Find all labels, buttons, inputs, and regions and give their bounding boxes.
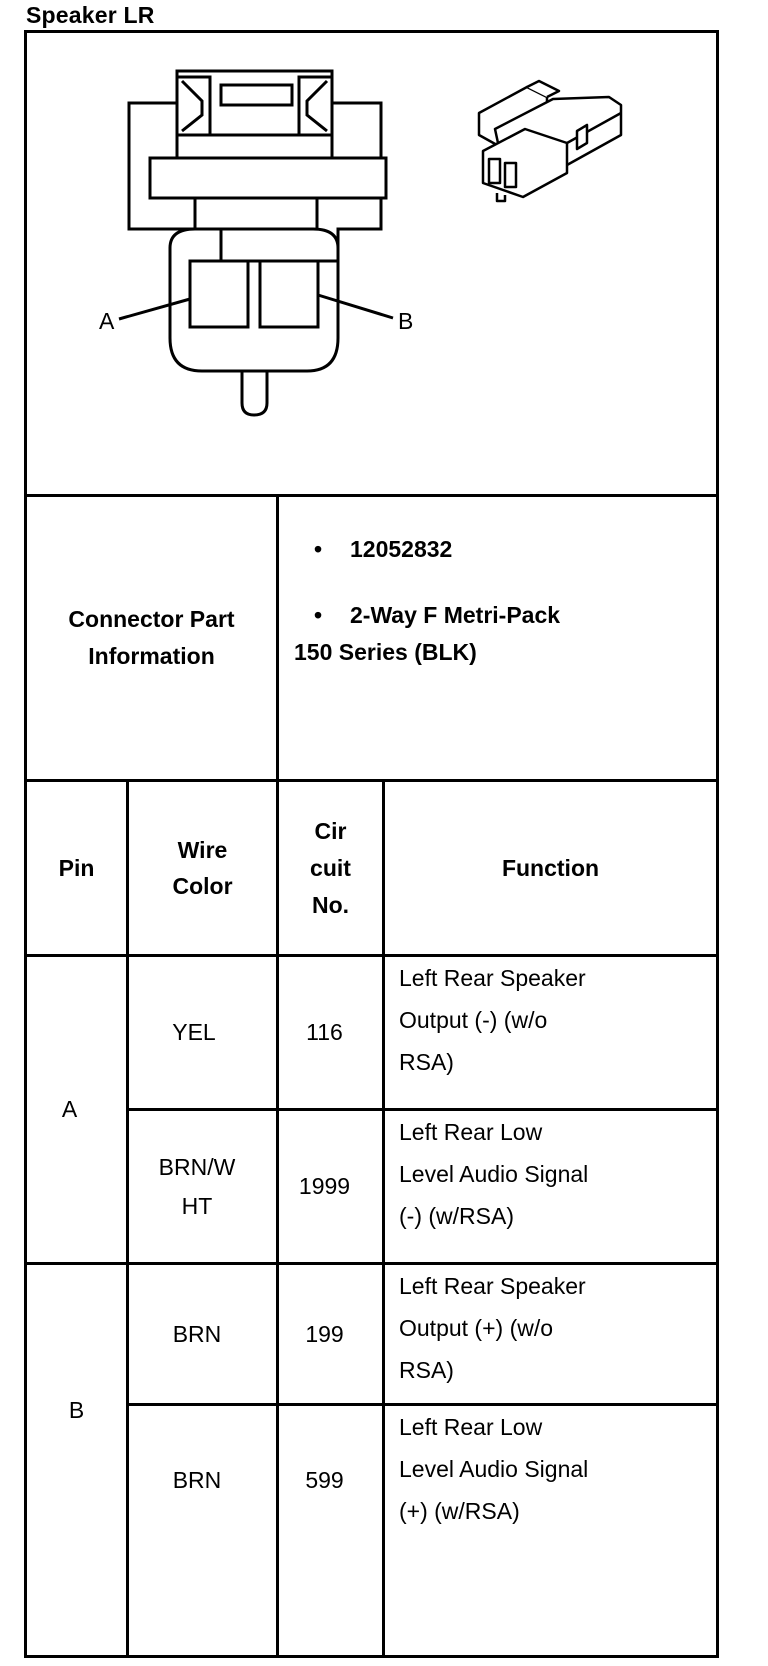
description-line1: 2-Way F Metri-Pack (350, 602, 561, 628)
part-number: 12052832 (350, 536, 453, 562)
divider (276, 779, 279, 1658)
description-line2: 150 Series (BLK) (294, 639, 477, 665)
table-row-3-circuit: 199 (305, 1320, 344, 1347)
table-row-1-function: Left Rear Speaker Output (-) (w/o RSA) (399, 965, 586, 1075)
header-circuit-no: Cir cuit No. (310, 817, 351, 918)
connector-key-post (240, 371, 269, 417)
bullet: • (314, 602, 323, 628)
divider (24, 494, 719, 497)
table-row-4-wire-color: BRN (172, 1467, 222, 1493)
pin-b-cavity (258, 259, 320, 329)
table-row-1-wire-color: YEL (172, 1019, 216, 1045)
part-number-item: • 12052832 (314, 536, 694, 563)
table-row-2-circuit: 1999 (298, 1173, 351, 1199)
table-row-1-circuit: 116 (306, 1019, 343, 1045)
connector-info-label: Connector Part Information (68, 606, 235, 669)
connector-isometric-icon (477, 79, 623, 203)
table-row-2-function: Left Rear Low Level Audio Signal (-) (w/… (399, 1119, 589, 1229)
table-row-4-circuit: 599 (305, 1467, 344, 1493)
divider (24, 1262, 719, 1265)
connector-illustration: A B (99, 69, 623, 417)
connector-info-values: • 12052832 • 2-Way F Metri-Pack 150 Seri… (294, 536, 694, 671)
divider (126, 779, 129, 1658)
divider (24, 779, 719, 782)
table-row-4-function: Left Rear Low Level Audio Signal (+) (w/… (399, 1414, 589, 1524)
header-wire-color: Wire Color (172, 837, 233, 899)
table-row-2-wire-color: BRN/W HT (158, 1153, 236, 1219)
header-pin: Pin (58, 854, 95, 881)
table-row-3-function: Left Rear Speaker Output (+) (w/o RSA) (399, 1273, 586, 1383)
divider (382, 779, 385, 1658)
divider (126, 1403, 719, 1406)
connector-table-frame (24, 30, 719, 1658)
pin-b-label: B (398, 308, 413, 334)
divider (126, 1108, 719, 1111)
divider (276, 494, 279, 781)
table-row-3-wire-color: BRN (172, 1320, 222, 1347)
pin-a-cavity (188, 259, 250, 329)
pin-b-cell: B (68, 1396, 85, 1423)
pin-a-cell: A (61, 1096, 78, 1122)
pin-a-label: A (99, 308, 115, 334)
connector-latch (148, 156, 388, 200)
description-item: • 2-Way F Metri-Pack (314, 597, 694, 634)
connector-housing (168, 227, 340, 373)
divider (24, 954, 719, 957)
page-title: Speaker LR (26, 2, 155, 28)
header-function: Function (501, 854, 600, 881)
bullet: • (314, 536, 323, 562)
